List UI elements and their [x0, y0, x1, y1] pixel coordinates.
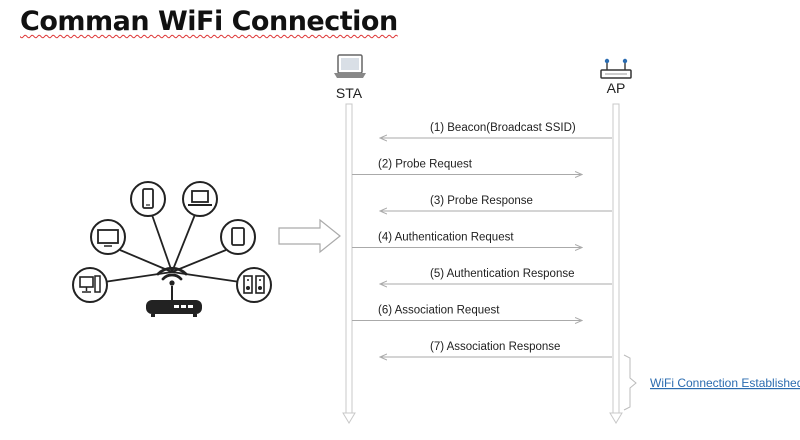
message-label: (4) Authentication Request: [378, 232, 514, 244]
message-label: (5) Authentication Response: [430, 268, 574, 280]
sta-lifeline: [342, 103, 356, 424]
laptop-icon: [182, 181, 218, 217]
message-7: (7) Association Response: [380, 341, 612, 357]
page-title: Comman WiFi Connection: [20, 6, 398, 37]
phone-icon: [130, 181, 166, 217]
sta-label: STA: [336, 85, 363, 101]
wifi-signal-icon: [156, 266, 188, 286]
network-illustration: [72, 181, 272, 317]
message-label: (6) Association Request: [378, 305, 500, 317]
connection-lines: [103, 211, 241, 283]
tablet-icon: [220, 219, 256, 255]
message-2: (2) Probe Request: [352, 159, 582, 175]
desktop-icon: [72, 267, 108, 303]
message-label: (2) Probe Request: [378, 159, 473, 171]
message-label: (1) Beacon(Broadcast SSID): [430, 122, 576, 134]
flow-arrow-icon: [278, 218, 341, 254]
router-icon: [146, 286, 202, 317]
message-label: (7) Association Response: [430, 341, 560, 353]
message-5: (5) Authentication Response: [380, 268, 612, 284]
message-3: (3) Probe Response: [380, 195, 612, 211]
ap-label: AP: [607, 80, 626, 96]
message-4: (4) Authentication Request: [352, 232, 582, 248]
ap-router-icon: [600, 58, 632, 79]
speakers-icon: [236, 267, 272, 303]
established-bracket: [623, 354, 637, 411]
established-label: WiFi Connection Established: [650, 376, 800, 390]
message-6: (6) Association Request: [352, 305, 582, 321]
sta-laptop-icon: [334, 54, 366, 78]
tv-icon: [90, 219, 126, 255]
message-1: (1) Beacon(Broadcast SSID): [380, 122, 612, 138]
ap-lifeline: [609, 103, 623, 424]
message-label: (3) Probe Response: [430, 195, 533, 207]
message-list: (1) Beacon(Broadcast SSID) (2) Probe Requ…: [352, 122, 612, 357]
